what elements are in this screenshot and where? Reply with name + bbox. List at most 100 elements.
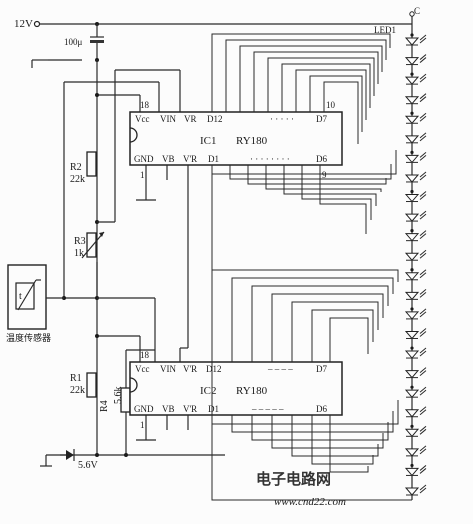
resistor-r1: R1 22k (70, 372, 97, 398)
junction-dot (95, 453, 99, 457)
ic1-output-line (309, 75, 363, 132)
ic1-vcc: Vcc (135, 114, 150, 124)
led-diode (404, 249, 427, 261)
ic2-part: RY180 (236, 385, 268, 397)
r4-name: R4 (99, 400, 110, 412)
ic2-d7: D7 (316, 364, 327, 374)
led-diode (404, 288, 427, 301)
ic1-output-line (283, 165, 377, 206)
ic2-chip: 18 1 Vcc VIN V'R D12 – – – – D7 IC2 RY18… (129, 350, 343, 430)
junction-dot (124, 453, 128, 457)
led-diode (404, 93, 427, 105)
supply-terminal (33, 20, 41, 28)
r3-name: R3 (74, 236, 86, 247)
watermark-title: 电子电路网 (256, 470, 331, 488)
led-diode (404, 189, 427, 203)
ic2-output-line (211, 269, 399, 362)
ic1-chip: 18 10 1 9 Vcc VIN VR D12 · · · · · D7 IC… (129, 100, 343, 180)
led-wiring (211, 33, 412, 501)
ic2-name: IC2 (200, 385, 217, 397)
resistor-r4: R4 5.6k (99, 350, 131, 455)
ic1-output-line (301, 165, 372, 220)
ic2-output-line (291, 301, 379, 362)
ic2-output-line (329, 317, 369, 362)
led-diode (404, 54, 427, 66)
led-common-terminal (409, 11, 415, 17)
ic1-name: IC1 (200, 135, 217, 147)
zener-label: 5.6V (78, 460, 99, 471)
power-input: 12V (14, 18, 412, 30)
ic1-pin1: 1 (140, 170, 145, 180)
junction-dot (95, 334, 99, 338)
ic1-d1-line (211, 165, 412, 501)
ic2-output-line (271, 415, 384, 449)
temperature-sensor: t 温度传感器 (6, 264, 64, 344)
led-diode (404, 385, 427, 398)
capacitor-label: 100μ (64, 37, 83, 47)
ic1-gnd: GND (134, 154, 154, 164)
led-diode (404, 72, 427, 85)
ic2-output-line (291, 415, 379, 457)
led-diode (404, 229, 427, 242)
ic2-output-line (251, 285, 389, 362)
ic1-vb: VB (162, 154, 175, 164)
led-diode (404, 210, 427, 222)
r4-value: 5.6k (113, 387, 124, 405)
ic1-d7: D7 (316, 114, 327, 124)
ic1-output-line (247, 165, 387, 185)
ic1-output-line (229, 164, 392, 180)
ic2-vr: V'R (183, 364, 197, 374)
sensor-label: 温度传感器 (6, 332, 51, 344)
ic2-dots-bot: – – – – – (251, 404, 284, 414)
sensor-symbol: t (19, 291, 22, 302)
led-diode (404, 346, 427, 359)
ic2-d6: D6 (316, 404, 327, 414)
ic2-d1: D1 (208, 404, 219, 414)
ic1-dots-bot: · · · · · · · · (250, 154, 290, 164)
ic2-dots-top: – – – – (267, 364, 293, 374)
ic1-d1: D1 (208, 154, 219, 164)
led-diode (404, 463, 427, 477)
ic2-output-line (231, 277, 394, 362)
ic1-output-line (295, 69, 367, 120)
r3-value: 1k (74, 248, 84, 259)
ic1-pin9: 9 (322, 170, 327, 180)
zener-diode: 5.6V (40, 449, 225, 471)
ic2-output-line (251, 415, 389, 441)
led-diode (404, 111, 427, 125)
r2-name: R2 (70, 162, 82, 173)
ic1-dots-top: · · · · · (270, 114, 294, 124)
led-diode (404, 484, 427, 496)
ic1-output-line (225, 39, 387, 112)
resistor-r2: R2 22k (70, 151, 97, 185)
ic1-vr2: V'R (183, 154, 197, 164)
led-label: LED1 (374, 25, 396, 35)
ic1-pin18: 18 (140, 100, 150, 110)
ic2-output-line (271, 293, 384, 362)
ic1-output-line (323, 81, 359, 144)
ic1-output-line (319, 165, 367, 234)
led-diode (404, 406, 427, 418)
ic1-output-line (239, 45, 383, 112)
r2-value: 22k (70, 174, 85, 185)
watermark: 电子电路网 www.cnd22.com (256, 470, 346, 508)
r1-name: R1 (70, 373, 82, 384)
ic1-vr: VR (184, 114, 197, 124)
ic1-vin: VIN (160, 114, 176, 124)
led-diode (404, 150, 427, 164)
led-column (404, 11, 427, 500)
led-diode (404, 445, 427, 457)
ic2-d12: D12 (206, 364, 222, 374)
ic1-output-line (267, 57, 375, 112)
ic2-output-line (311, 415, 374, 465)
ic1-d12: D12 (207, 114, 223, 124)
led-common-label: C (414, 6, 420, 16)
led-diode (404, 424, 427, 438)
led-diode (404, 33, 427, 46)
led-diode (404, 307, 427, 320)
junction-dot (95, 93, 99, 97)
ic2-vb: VB (162, 404, 175, 414)
led-diode (404, 171, 427, 183)
